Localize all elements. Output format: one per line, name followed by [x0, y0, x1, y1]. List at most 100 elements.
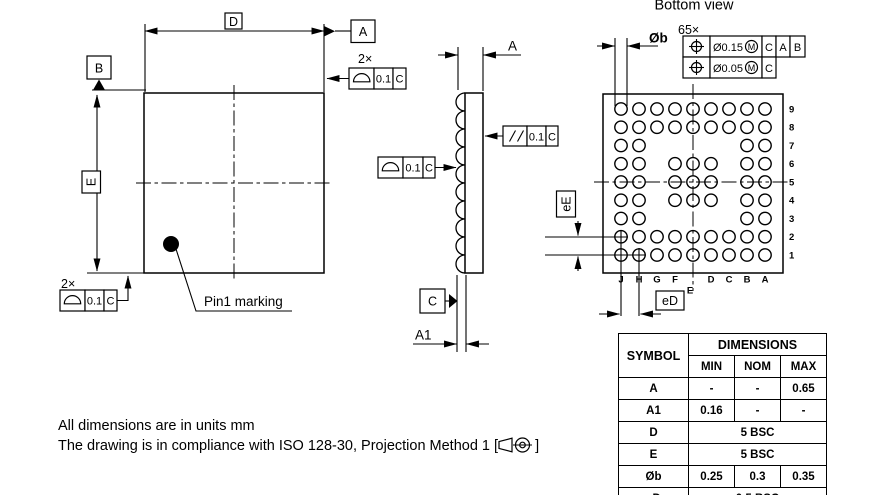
table-header-symbol: SYMBOL — [618, 333, 689, 378]
dim-a1-label: A1 — [415, 328, 432, 343]
min-cell: 0.16 — [688, 399, 735, 422]
ball-H5 — [632, 175, 646, 189]
ball-D4 — [704, 193, 718, 208]
ball-H9 — [632, 102, 646, 116]
ball-F5 — [668, 175, 682, 189]
fcf-value: 0.1 — [87, 296, 102, 308]
material-condition-icon — [744, 39, 759, 54]
note-units: All dimensions are in units mm — [58, 418, 255, 434]
ball-E6 — [686, 156, 700, 171]
fcf-profile-top: 0.1 C — [326, 67, 407, 90]
dim-d-box — [224, 12, 243, 30]
datum-c-label: C — [428, 295, 437, 309]
fcf-cell — [761, 56, 777, 79]
ball-B7 — [740, 138, 754, 153]
ball-B8 — [740, 120, 754, 135]
ball-H1 — [632, 248, 646, 262]
position-icon — [689, 39, 704, 54]
fcf-datum: C — [765, 63, 773, 75]
ball-J9 — [614, 102, 628, 116]
ball-G9 — [650, 102, 664, 116]
fcf-leader — [117, 275, 132, 302]
ball-C8 — [722, 120, 736, 135]
side-view: A 0.1 C 0.1 C C — [377, 39, 559, 352]
material-condition-icon — [744, 60, 759, 75]
column-label-J: J — [618, 275, 623, 286]
column-label-G: G — [653, 275, 660, 286]
row-label-6: 6 — [789, 159, 794, 170]
column-label-A: A — [762, 275, 769, 286]
datum-a-box — [350, 19, 376, 44]
ball-J4 — [614, 193, 628, 208]
projection-circle-inner — [519, 441, 526, 449]
table-subheader-row: MIN NOM MAX — [619, 355, 827, 378]
top-view: Pin1 marking D A 2× 0.1 C B — [59, 12, 407, 312]
pin1-label: Pin1 marking — [204, 294, 283, 309]
symbol-cell: Øb — [618, 465, 689, 488]
ball-D1 — [704, 248, 718, 262]
parallelism-icon — [509, 130, 524, 142]
table-row: A1 0.16 - - — [618, 399, 827, 422]
note-compliance-text: The drawing is in compliance with ISO 12… — [58, 438, 499, 454]
dim-ed-label: eD — [662, 294, 678, 308]
dim-b-label: Øb — [649, 31, 668, 46]
ball-H3 — [632, 211, 646, 226]
dim-e-label: E — [85, 178, 99, 186]
ball-J8 — [614, 120, 628, 135]
table-row: D 5 BSC — [618, 421, 827, 444]
ball-B6 — [740, 156, 754, 171]
position-icon — [689, 60, 704, 75]
ball-C2 — [722, 229, 736, 244]
note-compliance: The drawing is in compliance with ISO 12… — [58, 436, 539, 456]
fcf-value: 0.1 — [529, 132, 544, 144]
row-label-3: 3 — [789, 214, 794, 225]
table-row: eD 0.5 BSC — [618, 487, 827, 495]
ball-B3 — [740, 211, 754, 226]
ball-J6 — [614, 156, 628, 171]
ball-H8 — [632, 120, 646, 135]
datum-b-box — [86, 55, 112, 80]
ball-F4 — [668, 193, 682, 208]
row-label-2: 2 — [789, 232, 794, 243]
side-balls-profile — [455, 92, 466, 274]
first-angle-projection-icon — [498, 437, 533, 453]
ball-count-label: 65× — [678, 23, 699, 37]
profile-of-surface-icon — [352, 73, 371, 83]
bottom-view: Bottom view 65× Øb Ø0.15 M C — [545, 0, 806, 318]
ball-J2 — [614, 229, 628, 244]
fcf-datum: C — [396, 74, 404, 86]
fcf-tolerance: Ø0.15 — [713, 42, 743, 54]
dim-a-label: A — [508, 39, 517, 54]
dimensions-table: SYMBOL DIMENSIONS MIN NOM MAX A - - 0.65… — [618, 333, 827, 495]
symbol-cell: A1 — [618, 399, 689, 422]
table-header-dimensions: DIMENSIONS — [688, 333, 827, 356]
fcf-cell — [392, 67, 407, 90]
min-cell: - — [688, 377, 735, 400]
row-label-8: 8 — [789, 123, 794, 134]
row-label-7: 7 — [789, 141, 794, 152]
label-frame — [555, 190, 577, 218]
ball-G1 — [650, 248, 664, 262]
ball-D6 — [704, 156, 718, 171]
max-cell: 0.35 — [780, 465, 827, 488]
dim-ed-box — [655, 290, 685, 311]
ball-A3 — [758, 211, 772, 226]
fcf-profile-side: 0.1 C — [377, 156, 457, 179]
table-row: A - - 0.65 — [618, 377, 827, 400]
table-header-max: MAX — [780, 355, 827, 378]
ball-F6 — [668, 156, 682, 171]
dim-ee-box: eE — [555, 190, 577, 218]
ball-E9 — [686, 102, 700, 116]
pin1-leader-line — [175, 248, 292, 312]
ball-J1 — [614, 248, 628, 262]
ball-A1 — [758, 248, 772, 262]
ball-B5 — [740, 175, 754, 189]
profile-of-surface-icon — [381, 162, 400, 172]
fcf-parallelism: 0.1 C — [484, 125, 559, 147]
pin1-marking-dot — [163, 236, 179, 252]
column-label-F: F — [672, 275, 678, 286]
fcf-cell — [502, 125, 528, 147]
symbol-cell: A — [618, 377, 689, 400]
